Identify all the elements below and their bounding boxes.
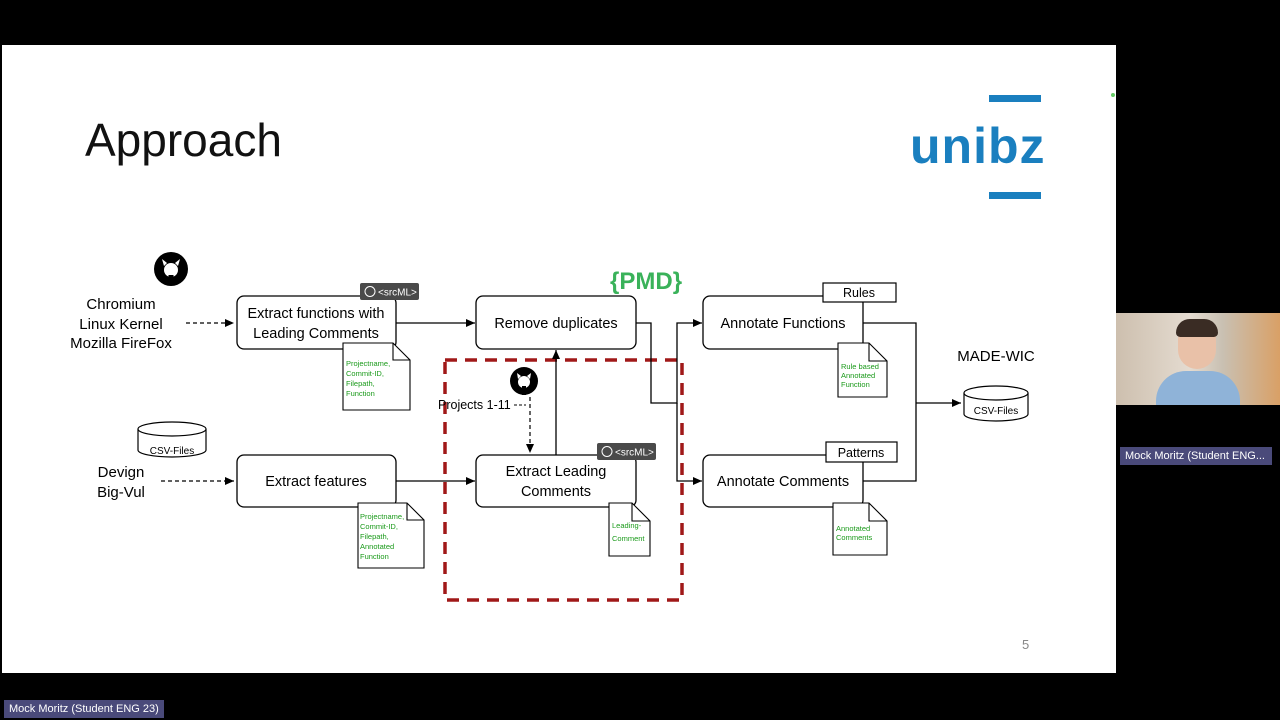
- slide-title: Approach: [85, 114, 282, 166]
- csv-input-cylinder: CSV-Files: [137, 421, 207, 458]
- svg-text:Rules: Rules: [843, 286, 875, 300]
- page-number: 5: [1022, 637, 1030, 652]
- source-mozilla-firefox: Mozilla FireFox: [70, 335, 172, 352]
- remove-duplicates-box: Remove duplicates: [475, 295, 637, 350]
- svg-text:Projectname,: Projectname,: [360, 512, 404, 521]
- video-person-hair: [1176, 319, 1218, 337]
- annotate-functions-box: Annotate Functions: [702, 295, 864, 350]
- svg-text:Extract functions with: Extract functions with: [248, 306, 385, 322]
- source-linux-kernel: Linux Kernel: [79, 316, 162, 333]
- svg-text:Commit-ID,: Commit-ID,: [360, 522, 398, 531]
- patterns-tag: Patterns: [825, 441, 898, 463]
- participant-video[interactable]: [1116, 313, 1280, 405]
- svg-text:Leading Comments: Leading Comments: [253, 326, 379, 342]
- doc-leading-comment: Leading- Comment: [608, 502, 651, 557]
- svg-text:Annotated: Annotated: [360, 542, 394, 551]
- source-devign: Devign: [98, 464, 145, 481]
- source-big-vul: Big-Vul: [97, 484, 145, 501]
- doc-rule-based: Rule based Annotated Function: [837, 342, 888, 398]
- slide: Approach unibz {PMD} Chromium Linux Kern…: [2, 45, 1116, 673]
- svg-text:Filepath,: Filepath,: [346, 379, 375, 388]
- svg-text:Filepath,: Filepath,: [360, 532, 389, 541]
- logo-bar-top: [989, 95, 1041, 102]
- svg-text:Annotated: Annotated: [836, 524, 870, 533]
- svg-text:Annotated: Annotated: [841, 371, 875, 380]
- approach-diagram: Chromium Linux Kernel Mozilla FireFox De…: [70, 252, 1035, 602]
- svg-text:CSV-Files: CSV-Files: [974, 406, 1018, 417]
- self-name-tag: Mock Moritz (Student ENG 23): [4, 700, 164, 718]
- svg-text:Comment: Comment: [612, 534, 645, 543]
- svg-text:Commit-ID,: Commit-ID,: [346, 369, 384, 378]
- svg-text:<srcML>: <srcML>: [378, 288, 417, 299]
- extract-leading-comments-box: Extract Leading Comments: [475, 454, 637, 508]
- video-person-shirt: [1156, 371, 1240, 405]
- doc-features: Projectname, Commit-ID, Filepath, Annota…: [357, 502, 425, 569]
- svg-text:<srcML>: <srcML>: [615, 448, 654, 459]
- srcml-badge: <srcML>: [597, 443, 656, 460]
- svg-text:Rule based: Rule based: [841, 362, 879, 371]
- svg-text:Function: Function: [346, 389, 375, 398]
- doc-functions: Projectname, Commit-ID, Filepath, Functi…: [342, 342, 411, 411]
- rules-tag: Rules: [822, 282, 897, 303]
- doc-annotated-comments: Annotated Comments: [832, 502, 888, 556]
- annotate-comments-box: Annotate Comments: [702, 454, 864, 508]
- svg-text:Remove duplicates: Remove duplicates: [494, 316, 617, 332]
- output-title: MADE-WIC: [957, 348, 1035, 365]
- svg-text:Function: Function: [360, 552, 389, 561]
- svg-text:Comments: Comments: [836, 533, 873, 542]
- svg-text:Extract Leading: Extract Leading: [506, 464, 607, 480]
- projects-label: Projects 1-11: [438, 398, 511, 412]
- svg-text:Function: Function: [841, 380, 870, 389]
- svg-text:Patterns: Patterns: [838, 446, 885, 460]
- logo-text: unibz: [910, 118, 1046, 174]
- svg-text:Leading-: Leading-: [612, 521, 642, 530]
- github-icon: [154, 252, 188, 286]
- status-dot: [1111, 93, 1115, 97]
- svg-text:Annotate Functions: Annotate Functions: [721, 316, 846, 332]
- source-chromium: Chromium: [86, 296, 155, 313]
- participant-name-tag: Mock Moritz (Student ENG...: [1120, 447, 1272, 465]
- pmd-logo: {PMD}: [610, 268, 683, 295]
- svg-text:CSV-Files: CSV-Files: [150, 446, 194, 457]
- svg-text:Annotate Comments: Annotate Comments: [717, 474, 849, 490]
- svg-text:Projectname,: Projectname,: [346, 359, 390, 368]
- extract-functions-box: Extract functions with Leading Comments: [236, 295, 397, 350]
- logo-bar-bottom: [989, 192, 1041, 199]
- srcml-badge: <srcML>: [360, 283, 419, 300]
- unibz-logo: unibz: [910, 95, 1046, 205]
- output-csv-cylinder: CSV-Files: [963, 385, 1029, 422]
- github-icon: [510, 367, 538, 395]
- extract-features-box: Extract features: [236, 454, 397, 508]
- svg-text:Extract features: Extract features: [265, 474, 367, 490]
- svg-text:Comments: Comments: [521, 484, 591, 500]
